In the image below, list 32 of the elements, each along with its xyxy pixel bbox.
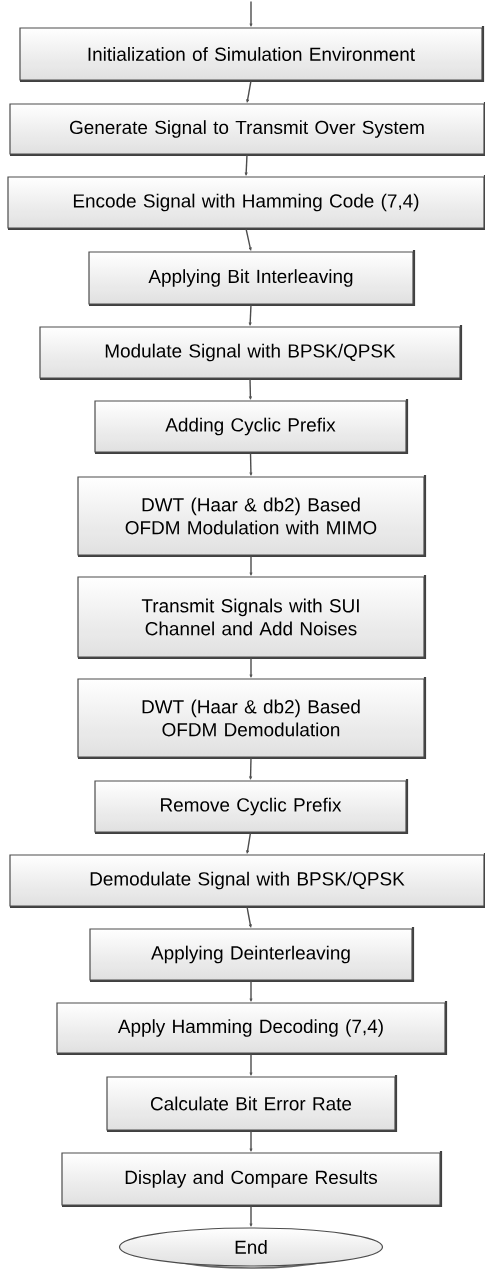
arrow <box>248 303 252 326</box>
process-box: Display and Compare Results <box>61 1151 443 1208</box>
arrow <box>249 979 253 1002</box>
process-box: Modulate Signal with BPSK/QPSK <box>39 325 463 381</box>
process-box: Applying Bit Interleaving <box>88 250 416 307</box>
arrow <box>244 153 248 176</box>
process-box: Calculate Bit Error Rate <box>106 1075 398 1133</box>
process-box: Encode Signal with Hamming Code (7,4) <box>7 175 485 231</box>
process-box: Remove Cyclic Prefix <box>94 779 409 835</box>
arrow <box>249 451 253 476</box>
arrow <box>246 905 252 928</box>
arrow <box>246 79 252 103</box>
process-box: Applying Deinterleaving <box>89 927 415 983</box>
process-box: DWT (Haar & db2) Based OFDM Modulation with MIMO <box>77 475 427 558</box>
process-box: Initialization of Simulation Environment <box>19 26 485 83</box>
arrow <box>249 756 253 780</box>
arrow <box>249 1052 253 1076</box>
arrow <box>249 656 253 678</box>
arrow <box>249 1204 253 1227</box>
process-box: Adding Cyclic Prefix <box>94 399 409 455</box>
arrow <box>249 1129 253 1152</box>
arrow <box>249 0 253 27</box>
arrow <box>249 554 253 576</box>
process-box: Transmit Signals with SUI Channel and Add Noises <box>77 575 427 660</box>
end-oval: End <box>118 1227 384 1269</box>
arrow <box>248 377 252 400</box>
process-box: DWT (Haar & db2) Based OFDM Demodulation <box>77 677 427 760</box>
process-box: Demodulate Signal with BPSK/QPSK <box>9 853 485 909</box>
arrow <box>245 227 252 251</box>
process-box: Generate Signal to Transmit Over System <box>9 102 485 157</box>
arrow <box>246 831 252 854</box>
process-box: Apply Hamming Decoding (7,4) <box>56 1001 448 1056</box>
